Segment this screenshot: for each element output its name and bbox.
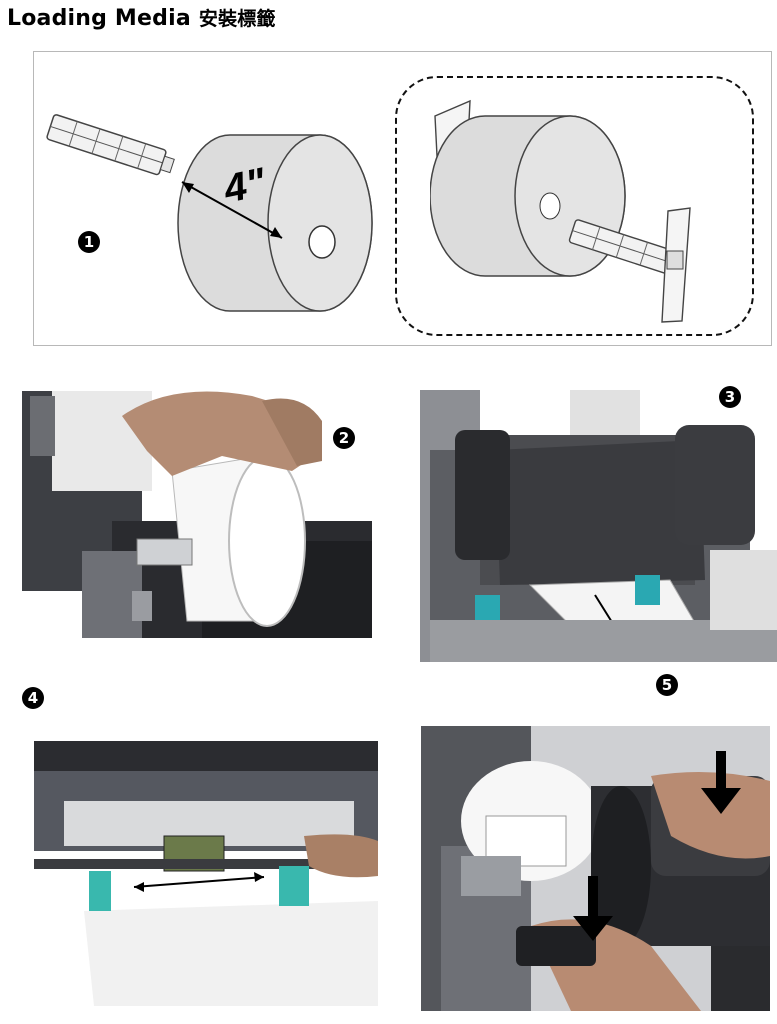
step2-marker: 2 <box>333 427 355 449</box>
label-spindle-illustration <box>46 114 175 176</box>
roll-width-label: 4" <box>219 160 270 212</box>
step1-marker: 1 <box>78 231 100 253</box>
assembly-detail-frame <box>395 76 754 336</box>
step5-marker: 5 <box>656 674 678 696</box>
step3-marker: 3 <box>719 386 741 408</box>
step3-photo-feed-media <box>420 390 777 662</box>
step4-marker: 4 <box>22 687 44 709</box>
assembled-roll-illustration <box>430 99 691 323</box>
step4-photo-adjust-guides <box>34 741 378 1006</box>
step5-photo-close-mechanism <box>421 726 770 1011</box>
step2-photo-insert-roll <box>22 391 394 638</box>
page-title: Loading Media 安裝標籤 <box>7 4 276 31</box>
label-roll-illustration: 4" <box>177 134 373 312</box>
title-chinese: 安裝標籤 <box>198 8 276 30</box>
title-english: Loading Media <box>7 6 191 31</box>
